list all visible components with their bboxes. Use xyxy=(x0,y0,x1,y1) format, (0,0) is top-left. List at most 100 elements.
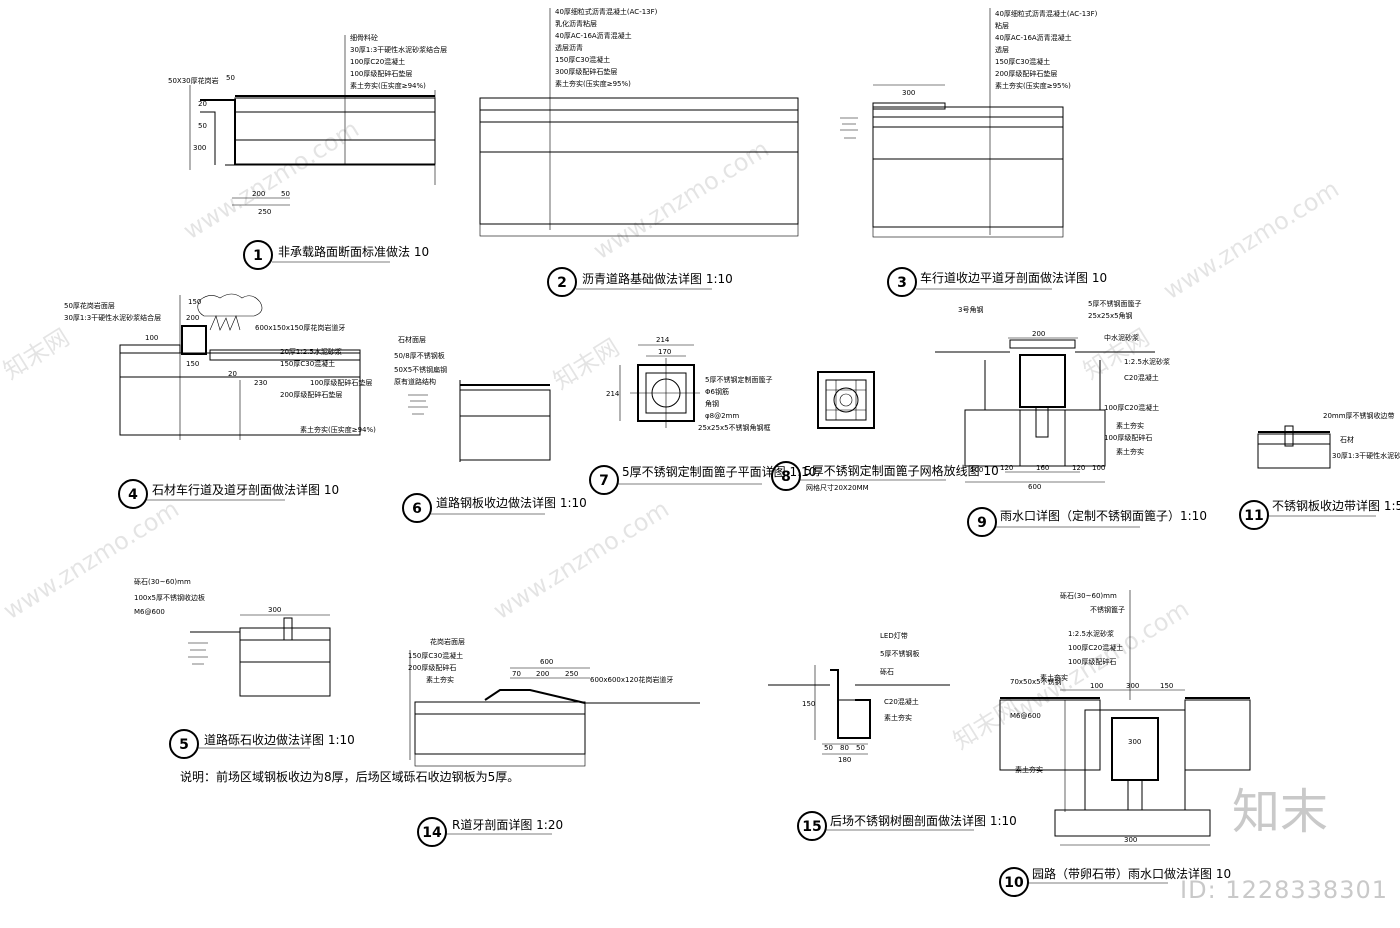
leader-note: 透层沥青 xyxy=(555,43,583,52)
dim-label: 200 xyxy=(1032,330,1045,338)
watermark-text: 知末网 xyxy=(548,333,624,395)
detail-10-drawing: 100 300 150 300 300 砾石(30~60)mm 不锈钢篦子 1:… xyxy=(999,590,1251,846)
detail-5-drawing: 300 砾石(30~60)mm 100x5厚不锈钢收边板 M6@600 xyxy=(134,577,331,697)
detail-title-5: 5 道路砾石收边做法详图 1:10 xyxy=(169,729,355,759)
detail-title-15: 15 后场不锈钢树圈剖面做法详图 1:10 xyxy=(797,811,1017,841)
leader-note: 200厚级配碎石垫层 xyxy=(995,69,1057,78)
dim-label: 180 xyxy=(838,756,851,764)
dim-label: 100 xyxy=(970,466,983,474)
detail-2-drawing: 40厚细粒式沥青混凝土(AC-13F) 乳化沥青粘层 40厚AC-16A沥青混凝… xyxy=(479,7,799,237)
leader-note: 30厚1:3干硬性水泥砂浆 xyxy=(1332,451,1400,460)
leader-notes: 3号角钢 5厚不锈钢面篦子 25x25x5角钢 中水泥砂浆 1:2.5水泥砂浆 … xyxy=(958,299,1170,456)
leader-note: 20厚1:2.5水泥砂浆 xyxy=(280,347,342,356)
detail-15-drawing: 50 80 50 180 150 LED灯带 5厚不锈钢板 砾石 C20混凝土 … xyxy=(768,631,950,764)
detail-title: 后场不锈钢树圈剖面做法详图 1:10 xyxy=(830,813,1017,828)
detail-9-drawing: 200 600 100 120 160 120 100 3号角钢 5厚不锈钢面篦… xyxy=(935,299,1170,491)
leader-note: 1:2.5水泥砂浆 xyxy=(1124,357,1170,366)
leader-notes: 细骨料砼 30厚1:3干硬性水泥砂浆结合层 100厚C20混凝土 100厚级配碎… xyxy=(350,33,447,90)
leader-note: φ8@2mm xyxy=(705,412,739,420)
leader-note: 素土夯实(压实度≥94%) xyxy=(300,425,376,434)
leader-note: 40厚细粒式沥青混凝土(AC-13F) xyxy=(555,7,658,16)
dim-label: 120 xyxy=(1000,464,1013,472)
detail-11-drawing: 20mm厚不锈钢收边带 石材 30厚1:3干硬性水泥砂浆 xyxy=(1257,411,1400,469)
dim-label: 300 xyxy=(1128,738,1141,746)
detail-title: 雨水口详图（定制不锈钢面篦子）1:10 xyxy=(1000,508,1207,523)
detail-title-11: 11 不锈钢板收边带详图 1:5 xyxy=(1239,498,1400,530)
dim-label: 100 xyxy=(145,334,158,342)
watermark-text: www.znzmo.com xyxy=(178,115,364,245)
dim-label: 300 xyxy=(902,89,915,97)
leader-note: 50厚花岗岩面层 xyxy=(64,301,115,310)
detail-title: 道路钢板收边做法详图 1:10 xyxy=(436,495,587,510)
leader-note: 不锈钢篦子 xyxy=(1090,605,1125,614)
leader-notes: 花岗岩面层 150厚C30混凝土 200厚级配碎石 素土夯实 600x600x1… xyxy=(408,637,673,684)
detail-3-drawing: 300 40厚细粒式沥青混凝土(AC-13F) 粘层 40厚AC-16A沥青混凝… xyxy=(840,8,1098,238)
leader-note: 50X5不锈钢扁钢 xyxy=(394,365,447,374)
leader-note: 5厚不锈钢定制面篦子 xyxy=(705,375,772,384)
dim-label: 20 xyxy=(198,100,207,108)
dim-label: 50X30厚花岗岩 xyxy=(168,76,219,85)
detail-title-4: 4 石材车行道及道牙剖面做法详图 10 xyxy=(118,479,339,509)
leader-note: 40厚AC-16A沥青混凝土 xyxy=(555,31,632,40)
dim-label: 50 xyxy=(281,190,290,198)
leader-note: 150厚C30混凝土 xyxy=(995,57,1050,66)
detail-number: 8 xyxy=(781,469,791,485)
dim-label: 250 xyxy=(565,670,578,678)
leader-note: 素土夯实(压实度≥95%) xyxy=(995,81,1071,90)
detail-number: 1 xyxy=(253,248,263,264)
detail-number: 15 xyxy=(802,819,821,835)
leader-note: 30厚1:3干硬性水泥砂浆结合层 xyxy=(350,45,447,54)
dim-label: 150 xyxy=(188,298,201,306)
detail-title-1: 1 非承载路面断面标准做法 10 xyxy=(243,240,429,270)
dim-label: 600 xyxy=(540,658,553,666)
leader-note: 100厚级配碎石垫层 xyxy=(350,69,412,78)
detail-title-7: 7 5厚不锈钢定制面篦子平面详图 1:10 xyxy=(589,464,816,495)
detail-1-drawing: 50X30厚花岗岩 50 20 50 300 200 50 250 细骨料砼 3… xyxy=(168,33,447,216)
leader-note: 200厚级配碎石 xyxy=(408,663,456,672)
detail-title: R道牙剖面详图 1:20 xyxy=(452,817,563,832)
leader-note: C20混凝土 xyxy=(884,697,919,706)
leader-note: 5厚不锈钢面篦子 xyxy=(1088,299,1141,308)
dim-label: 50 xyxy=(824,744,833,752)
general-note: 说明：前场区域钢板收边为8厚，后场区域砾石收边钢板为5厚。 xyxy=(180,769,519,784)
detail-title-6: 6 道路钢板收边做法详图 1:10 xyxy=(402,493,587,523)
leader-note: M6@600 xyxy=(1010,712,1041,720)
detail-title: 5厚不锈钢定制面篦子网格放线图 10 xyxy=(804,463,999,478)
leader-note: 150厚C30混凝土 xyxy=(280,359,335,368)
leader-note: 1:2.5水泥砂浆 xyxy=(1068,629,1114,638)
leader-note: 素土夯实(压实度≥94%) xyxy=(350,81,426,90)
detail-number: 2 xyxy=(557,275,567,291)
leader-note: 100厚C20混凝土 xyxy=(1068,643,1123,652)
detail-title-3: 3 车行道收边平道牙剖面做法详图 10 xyxy=(887,267,1107,297)
detail-title-8: 8 5厚不锈钢定制面篦子网格放线图 10 网格尺寸20X20MM xyxy=(771,461,999,492)
dim-label: 50 xyxy=(226,74,235,82)
detail-title: 5厚不锈钢定制面篦子平面详图 1:10 xyxy=(622,464,816,479)
detail-title-10: 10 园路（带卵石带）雨水口做法详图 10 xyxy=(999,866,1231,897)
leader-note: 石材面层 xyxy=(398,335,426,344)
leader-note: 素土夯实 xyxy=(1015,765,1043,774)
dim-label: 50 xyxy=(198,122,207,130)
leader-note: 150厚C30混凝土 xyxy=(555,55,610,64)
leader-note: 中水泥砂浆 xyxy=(1104,333,1139,342)
leader-note: 乳化沥青粘层 xyxy=(555,19,597,28)
detail-title: 不锈钢板收边带详图 1:5 xyxy=(1272,498,1400,513)
dim-label: 214 xyxy=(606,390,620,398)
dim-label: 200 xyxy=(252,190,265,198)
leader-note: 素土夯实 xyxy=(884,713,912,722)
detail-title: 车行道收边平道牙剖面做法详图 10 xyxy=(920,270,1107,285)
leader-notes: 50厚花岗岩面层 30厚1:3干硬性水泥砂浆结合层 600x150x150厚花岗… xyxy=(64,301,376,434)
leader-note: 素土夯实(压实度≥95%) xyxy=(555,79,631,88)
watermark-text: www.znzmo.com xyxy=(588,135,774,265)
watermark-text: 知末网 xyxy=(0,323,74,385)
leader-note: 素土夯实 xyxy=(1116,447,1144,456)
watermark-text: www.znzmo.com xyxy=(1158,175,1344,305)
brand-logo: 知末 xyxy=(1231,784,1328,840)
leader-note: 100厚C20混凝土 xyxy=(350,57,405,66)
leader-note: 砾石(30~60)mm xyxy=(1060,591,1117,600)
detail-title: 非承载路面断面标准做法 10 xyxy=(278,244,429,259)
leader-note: 透层 xyxy=(995,46,1009,54)
dim-label: 120 xyxy=(1072,464,1085,472)
detail-number: 4 xyxy=(128,487,138,503)
leader-note: 素土夯实 xyxy=(1116,421,1144,430)
